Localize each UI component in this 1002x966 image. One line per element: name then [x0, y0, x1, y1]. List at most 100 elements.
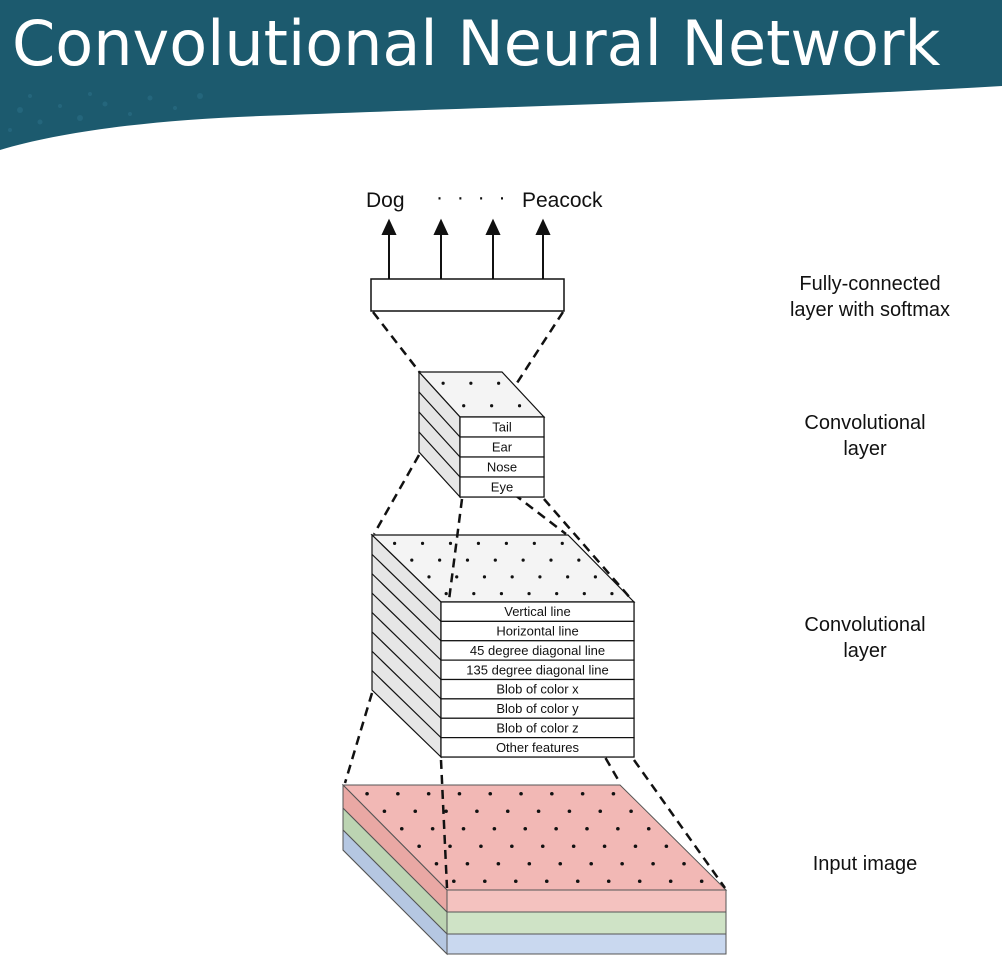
input-dot — [492, 826, 497, 831]
input-dot — [483, 879, 487, 884]
input-dot — [575, 879, 580, 884]
input-dot — [616, 826, 620, 831]
label-fc-line1: Fully-connected — [799, 273, 941, 295]
output-ellipsis: · · · · — [436, 186, 510, 209]
input-dot — [598, 809, 603, 814]
conv-bottom-feature-side-divider — [371, 592, 442, 661]
conv-bottom-dot — [493, 558, 497, 562]
input-dot — [589, 861, 593, 866]
conv-bottom-dot — [420, 541, 425, 545]
conv-bottom-feature-side-divider — [371, 612, 442, 680]
input-dot — [646, 826, 651, 831]
conv-bottom-feature-label: Blob of color z — [496, 720, 578, 735]
conv-bottom-feature-label: Vertical line — [504, 604, 570, 619]
input-dot — [413, 809, 418, 814]
conv-bottom-dot — [444, 592, 448, 596]
conv-top-feature-label: Tail — [492, 420, 512, 435]
conv-bottom-feature-label: 135 degree diagonal line — [466, 662, 608, 677]
input-dot — [519, 791, 523, 796]
conv-top-dot — [517, 404, 522, 408]
input-dot — [496, 861, 501, 866]
input-dot — [365, 791, 369, 796]
label-fully-connected: Fully-connected layer with softmax — [760, 271, 980, 323]
conv-bottom-dot — [504, 541, 508, 545]
conv-bottom-dot — [593, 575, 597, 579]
conv-bottom-dot — [455, 575, 459, 579]
conv-bottom-dot — [577, 558, 581, 562]
input-dot — [475, 809, 479, 814]
conv-bottom-dot — [482, 575, 487, 579]
input-dot — [664, 844, 669, 849]
input-dot — [479, 844, 483, 849]
input-dot — [554, 826, 558, 831]
conv-bottom-dot — [476, 541, 481, 545]
label-fc-line2: layer with softmax — [789, 299, 951, 321]
fully-connected-box — [370, 278, 565, 312]
conv-top-dot — [441, 381, 445, 385]
conv-bottom-feature-side-divider — [371, 650, 442, 719]
conv-bottom-dot — [438, 558, 442, 562]
input-dots — [365, 791, 704, 884]
input-dot — [620, 861, 624, 866]
conv-bottom-dot — [510, 575, 514, 579]
conv-top-feature-side-divider — [418, 411, 461, 458]
input-dot — [699, 879, 704, 884]
conv-bottom-feature-row — [440, 737, 635, 758]
conv-bottom-feature-label: Horizontal line — [496, 624, 578, 639]
conv-bottom-feature-label: Other features — [496, 740, 580, 755]
conv-top-dot — [490, 404, 494, 408]
input-dot — [536, 809, 541, 814]
conv-top-feature-label: Nose — [487, 460, 517, 475]
conv-bottom-feature-side-divider — [371, 631, 442, 700]
input-dot — [602, 844, 607, 849]
input-dot — [510, 844, 514, 849]
label-conv-bottom: Convolutional layer — [770, 612, 960, 664]
input-dot — [488, 791, 493, 796]
conv-bottom-dot — [521, 558, 525, 562]
label-input-image: Input image — [812, 853, 918, 875]
conv-bottom-dot — [499, 592, 504, 596]
input-dot — [668, 879, 673, 884]
input-dot — [461, 826, 466, 831]
conv-bottom-dot — [410, 558, 414, 562]
input-dot — [448, 844, 452, 849]
input-dot — [457, 791, 462, 796]
conv-bottom-feature-side-divider — [371, 553, 442, 622]
input-dot — [550, 791, 554, 796]
conv-bottom-dot — [566, 575, 570, 579]
conv-top-dot — [497, 381, 501, 385]
input-dot — [527, 861, 532, 866]
conv-top-feature-row — [459, 476, 545, 498]
conv-bottom-dot — [465, 558, 470, 562]
input-dot — [651, 861, 655, 866]
conv-bottom-feature-side-divider — [371, 573, 442, 642]
conv-bottom-dot — [555, 592, 559, 596]
input-dot — [434, 861, 439, 866]
input-dot — [682, 861, 686, 866]
input-dot — [585, 826, 589, 831]
conv-bottom-dot — [532, 541, 536, 545]
conv-bottom-dot — [560, 541, 564, 545]
input-dot — [637, 879, 642, 884]
conv-top-feature-label: Eye — [491, 480, 513, 495]
input-dot — [611, 791, 616, 796]
conv-bottom-feature-label: Blob of color x — [496, 682, 579, 697]
header-banner — [0, 0, 1002, 150]
conv-bottom-dot — [427, 575, 431, 579]
input-dot — [396, 791, 400, 796]
label-conv-top: Convolutional layer — [770, 410, 960, 462]
conv-top-dot — [469, 381, 473, 385]
conv-bottom-dot — [610, 592, 614, 596]
input-dot — [571, 844, 576, 849]
input-image-block — [341, 783, 728, 956]
input-dot — [465, 861, 470, 866]
output-arrows — [381, 218, 551, 279]
conv-bottom-dot — [448, 541, 453, 545]
input-dot — [544, 879, 549, 884]
input-dot — [629, 809, 633, 814]
output-class-first: Dog — [366, 189, 405, 212]
label-conv-bottom-line2: layer — [843, 640, 887, 662]
conv-bottom-feature-side-divider — [371, 670, 442, 739]
conv-top-dot — [462, 404, 466, 408]
